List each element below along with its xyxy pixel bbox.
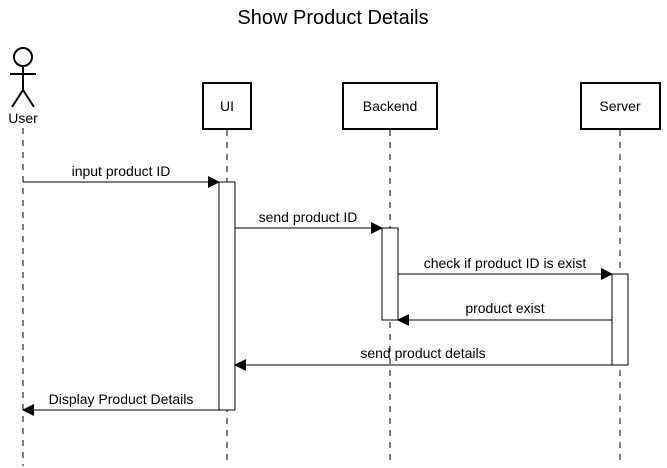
diagram-title: Show Product Details [237, 7, 428, 29]
participant-label: Server [599, 98, 641, 114]
message-send-product-id: send product ID [235, 209, 383, 234]
participant-ui: UI [202, 82, 252, 130]
activation-ui [218, 181, 236, 411]
participant-box [580, 82, 661, 130]
activation-server [611, 273, 629, 366]
message-product-exist: product exist [397, 300, 612, 326]
participant-box [342, 82, 438, 130]
message-label: send product ID [259, 209, 358, 225]
message-label: input product ID [72, 163, 171, 179]
participant-server: Server [580, 82, 661, 130]
actor-right-leg [22, 89, 35, 108]
message-input-product-id: input product ID [23, 163, 220, 188]
message-check-product-id: check if product ID is exist [398, 255, 613, 280]
actor-left-leg [11, 89, 24, 108]
actor-label: User [8, 110, 38, 126]
message-label: send product details [360, 345, 485, 361]
participant-backend: Backend [342, 82, 438, 130]
message-send-product-details: send product details [234, 345, 612, 371]
message-display-product-details: Display Product Details [22, 391, 219, 416]
actor-user: User [8, 47, 38, 126]
participant-label: UI [220, 98, 234, 114]
message-label: check if product ID is exist [424, 255, 587, 271]
message-label: product exist [465, 300, 544, 316]
participant-label: Backend [363, 98, 417, 114]
participant-box [202, 82, 252, 130]
message-label: Display Product Details [49, 391, 194, 407]
activation-backend [381, 227, 399, 321]
actor-head [13, 47, 33, 67]
